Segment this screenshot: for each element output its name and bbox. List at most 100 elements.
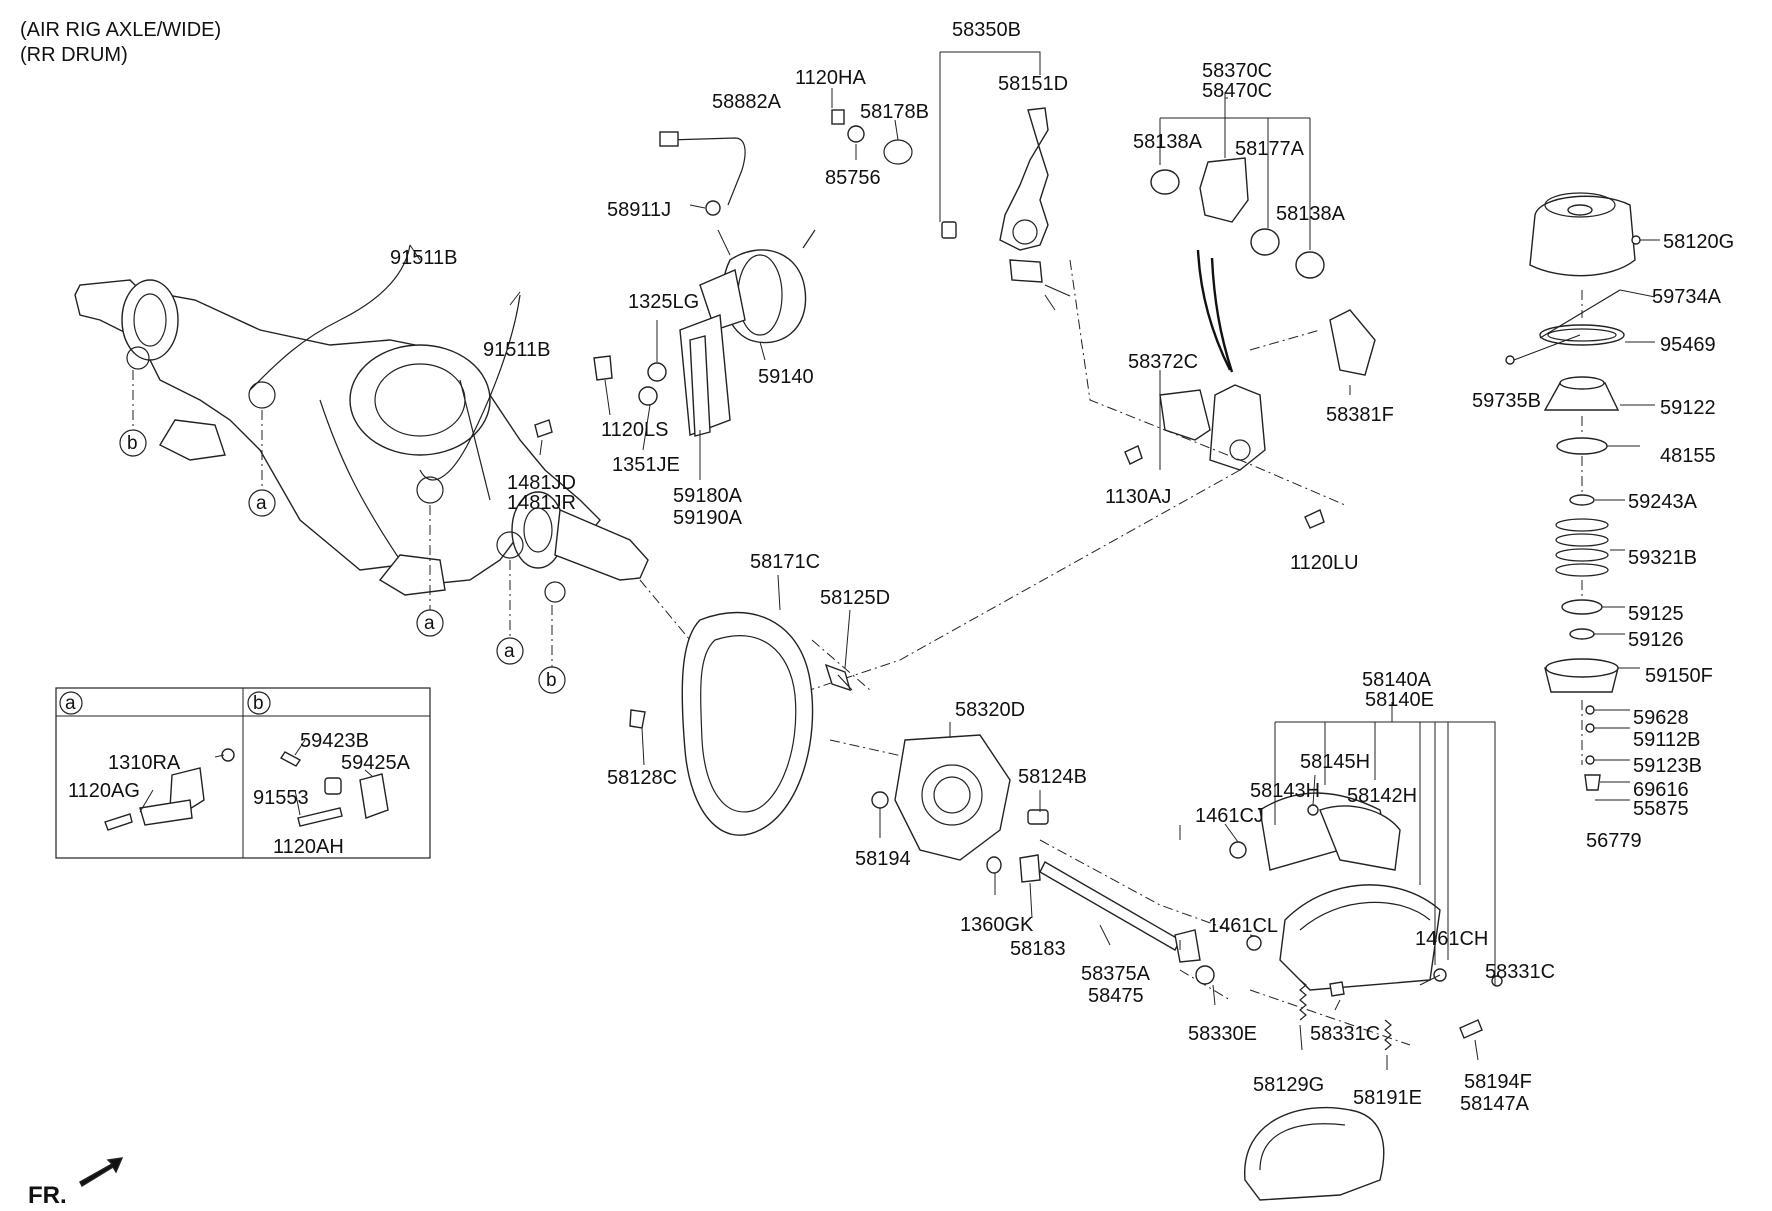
part-label: 91511B	[390, 247, 457, 269]
brake-shoe-lower	[1244, 1106, 1385, 1201]
part-label: 59425A	[341, 752, 411, 774]
part-label: 58375A	[1081, 963, 1151, 985]
part-label: 58330E	[1188, 1023, 1257, 1045]
part-label: 58475	[1088, 985, 1144, 1007]
forward-arrow-icon	[79, 1157, 124, 1187]
part-label: 58138A	[1133, 131, 1203, 153]
part-label: 59180A	[673, 485, 743, 507]
part-label: 85756	[825, 167, 881, 189]
axle-housing	[74, 279, 649, 596]
brake-line-upper	[249, 244, 411, 391]
part-label: 58191E	[1353, 1087, 1422, 1109]
part-label: 58183	[1010, 938, 1066, 960]
detail-callout-b: b	[253, 693, 264, 714]
part-label: 59243A	[1628, 491, 1698, 513]
part-label: 1120HA	[795, 67, 866, 89]
part-label: 59423B	[300, 730, 369, 752]
part-label: 58331C	[1310, 1023, 1380, 1045]
part-label: 59125	[1628, 603, 1684, 625]
part-label: 59628	[1633, 707, 1689, 729]
part-label: 58178B	[860, 101, 929, 123]
part-label: 48155	[1660, 445, 1716, 467]
air-hose	[667, 137, 746, 206]
part-label: 56779	[1586, 830, 1642, 852]
part-label: 58147A	[1460, 1093, 1530, 1115]
callout-a-letter: a	[504, 641, 515, 662]
part-label: 58882A	[712, 91, 782, 113]
part-label: 59190A	[673, 507, 743, 529]
part-label: 58143H	[1250, 780, 1320, 802]
part-label: 91511B	[483, 339, 550, 361]
part-label: 58194	[855, 848, 911, 870]
callout-b-circle	[119, 429, 147, 457]
part-label: 1351JE	[612, 454, 680, 476]
slack-adjuster	[999, 107, 1071, 297]
direction-label: FR.	[28, 1182, 67, 1209]
part-label: 58151D	[998, 73, 1068, 95]
part-label: 58911J	[607, 199, 671, 221]
callout-b-letter: b	[546, 670, 557, 691]
part-label: 1130AJ	[1105, 486, 1171, 508]
callout-b-circle	[538, 666, 566, 694]
grease-line	[1196, 249, 1232, 371]
part-label: 58138A	[1276, 203, 1346, 225]
callout-b-letter: b	[127, 433, 138, 454]
part-label: 58140E	[1365, 689, 1434, 711]
callout-a-circle	[248, 489, 276, 517]
part-label: 58381F	[1326, 404, 1394, 426]
part-label: 91553	[253, 787, 309, 809]
part-label: 1120LU	[1290, 552, 1359, 574]
diagram-header-line1: (AIR RIG AXLE/WIDE)	[20, 19, 221, 41]
part-label: 58125D	[820, 587, 890, 609]
part-label: 59122	[1660, 397, 1716, 419]
part-label: 58331C	[1485, 961, 1555, 983]
callout-a-letter: a	[256, 493, 267, 514]
part-label: 1120AH	[273, 836, 344, 858]
part-label: 58194F	[1464, 1071, 1532, 1093]
part-label: 58470C	[1202, 80, 1272, 102]
part-label: 58128C	[607, 767, 677, 789]
part-label: 1481JR	[507, 492, 576, 514]
part-label: 59126	[1628, 629, 1684, 651]
brake-shoe	[1279, 884, 1441, 991]
brake-line-lower	[419, 294, 521, 481]
part-label: 58320D	[955, 699, 1025, 721]
callout-a-letter: a	[424, 613, 435, 634]
camshaft	[1039, 861, 1181, 951]
part-label: 55875	[1633, 798, 1689, 820]
part-label: 58129G	[1253, 1074, 1324, 1096]
part-label: 1461CJ	[1195, 805, 1264, 827]
part-label: 1461CH	[1415, 928, 1488, 950]
part-label: 59123B	[1633, 755, 1702, 777]
part-label: 58370C	[1202, 60, 1272, 82]
brake-spider	[894, 734, 1011, 861]
cam-bracket	[1199, 157, 1249, 223]
part-label: 59150F	[1645, 665, 1713, 687]
bushing-a	[1150, 169, 1180, 195]
detail-callout-a: a	[65, 693, 76, 714]
part-label: 95469	[1660, 334, 1716, 356]
air-chamber	[679, 229, 816, 437]
part-label: 58350B	[952, 19, 1021, 41]
part-label: 59321B	[1628, 547, 1697, 569]
dust-shield	[681, 611, 814, 836]
detail-box: a b	[55, 687, 431, 859]
part-label: 1325LG	[628, 291, 699, 313]
part-label: 59734A	[1652, 286, 1722, 308]
part-label: 58120G	[1663, 231, 1734, 253]
part-label: 58140A	[1362, 669, 1432, 691]
part-label: 1461CL	[1208, 915, 1278, 937]
part-label: 58142H	[1347, 785, 1417, 807]
part-label: 1360GK	[960, 914, 1034, 936]
part-label: 58177A	[1235, 138, 1305, 160]
part-label: 69616	[1633, 779, 1689, 801]
part-label: 58171C	[750, 551, 820, 573]
part-label: 58145H	[1300, 751, 1370, 773]
part-label: 1310RA	[108, 752, 181, 774]
part-label: 1120LS	[601, 419, 668, 441]
part-label: 59112B	[1633, 729, 1700, 751]
callout-a-circle	[416, 609, 444, 637]
part-label: 59140	[758, 366, 814, 388]
part-label: 58372C	[1128, 351, 1198, 373]
